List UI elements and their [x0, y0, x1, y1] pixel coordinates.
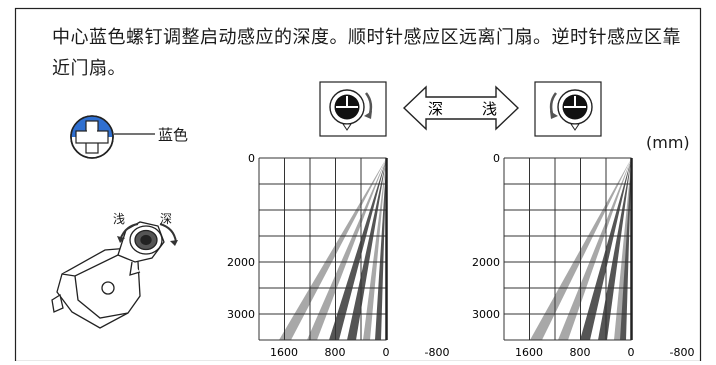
- sensor-device-illustration: [51, 221, 165, 329]
- x-tick-label: 0: [628, 346, 635, 359]
- depth-double-arrow: [402, 85, 520, 131]
- depth-deep-label: 深: [428, 100, 443, 118]
- y-tick-label: 0: [493, 152, 500, 165]
- blue-screw-label: 蓝色: [158, 126, 189, 144]
- y-tick-label: 0: [248, 152, 255, 165]
- sensing-beam-6: [620, 158, 632, 340]
- x-tick-label: 1600: [270, 346, 298, 359]
- rotate-arrows: [117, 223, 178, 246]
- deep-setting-icon: [319, 81, 387, 137]
- sensing-area-chart-deep: 1600 800 0 -800 0 2000 3000: [227, 152, 449, 359]
- x-tick-label: -800: [425, 346, 450, 359]
- x-tick-label: -800: [670, 346, 695, 359]
- unit-label: (mm): [646, 133, 690, 152]
- sensing-beam-2: [558, 158, 632, 340]
- x-tick-label: 800: [570, 346, 591, 359]
- sensing-beam-1: [279, 158, 387, 340]
- y-tick-label: 3000: [472, 308, 500, 321]
- sensing-beam-6: [375, 158, 387, 340]
- y-tick-label: 2000: [227, 256, 255, 269]
- blue-screw-icon: [70, 115, 155, 159]
- x-tick-label: 0: [383, 346, 390, 359]
- sensing-beam-2: [307, 158, 387, 340]
- sensing-area-chart-shallow: 1600 800 0 -800 0 2000 3000: [472, 152, 694, 359]
- rotate-shallow-label: 浅: [113, 212, 126, 226]
- x-tick-label: 800: [325, 346, 346, 359]
- sensing-beam-5: [363, 158, 387, 340]
- rotate-deep-label: 深: [160, 212, 173, 226]
- shallow-setting-icon: [534, 81, 602, 137]
- sensing-beam-3: [329, 158, 387, 340]
- instruction-text: 中心蓝色螺钉调整启动感应的深度。顺时针感应区远离门扇。逆时针感应区靠近门扇。: [52, 27, 681, 79]
- sensing-beam-4: [347, 158, 387, 340]
- depth-shallow-label: 浅: [482, 100, 497, 118]
- x-tick-label: 1600: [515, 346, 543, 359]
- sensing-beam-5: [614, 158, 632, 340]
- y-tick-label: 3000: [227, 308, 255, 321]
- y-tick-label: 2000: [472, 256, 500, 269]
